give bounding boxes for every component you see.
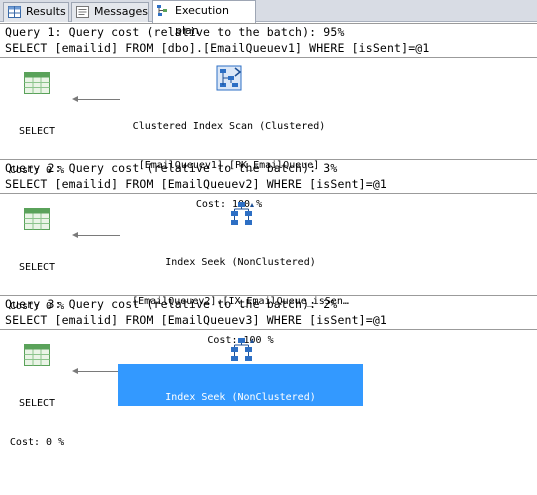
results-tabbar: Results Messages Execution plan [0, 0, 537, 37]
query-3-cost-line: Query 3: Query cost (relative to the bat… [5, 297, 338, 311]
select-cost: Cost: 0 % [9, 165, 65, 176]
query-1-sql-line: SELECT [emailid] FROM [dbo].[EmailQueuev… [5, 41, 430, 55]
select-cost: Cost: 0 % [9, 301, 65, 312]
tab-messages[interactable]: Messages [71, 2, 149, 22]
select-cost: Cost: 0 % [9, 437, 65, 448]
select-icon[interactable] [24, 208, 50, 230]
operator-name: Clustered Index Scan (Clustered) [132, 121, 326, 132]
operator-object: [EmailQueuev2].[IX_EmailQueue_isSen… [132, 296, 349, 307]
index-seek-icon[interactable] [228, 200, 256, 228]
query-2-header [0, 159, 537, 194]
query-3-operator-node[interactable]: Index Seek (NonClustered) [EmailQueuev3]… [118, 364, 363, 481]
results-grid-icon [8, 6, 21, 18]
index-seek-icon[interactable] [228, 336, 256, 364]
query-1-data-flow-arrow [74, 99, 120, 100]
query-3-select-node[interactable]: SELECT Cost: 0 % [2, 371, 72, 462]
tab-results[interactable]: Results [3, 2, 69, 22]
arrowhead-icon [72, 368, 78, 374]
query-3-data-flow-arrow [74, 371, 120, 372]
select-icon[interactable] [24, 72, 50, 94]
query-1-select-node[interactable]: SELECT Cost: 0 % [2, 99, 72, 190]
operator-name: Index Seek (NonClustered) [165, 257, 316, 268]
select-label: SELECT [18, 262, 56, 273]
query-2-select-node[interactable]: SELECT Cost: 0 % [2, 235, 72, 326]
query-2-sql-line: SELECT [emailid] FROM [EmailQueuev2] WHE… [5, 177, 387, 191]
query-3-header [0, 295, 537, 330]
tab-messages-label: Messages [94, 5, 148, 18]
query-1-header [0, 23, 537, 58]
query-3-sql-line: SELECT [emailid] FROM [EmailQueuev3] WHE… [5, 313, 387, 327]
select-icon[interactable] [24, 344, 50, 366]
select-label: SELECT [18, 398, 56, 409]
select-label: SELECT [18, 126, 56, 137]
execution-plan-icon [157, 5, 167, 16]
clustered-index-scan-icon[interactable] [215, 64, 243, 92]
tab-execution-plan-label: Execution plan [175, 4, 229, 37]
query-2-cost-line: Query 2: Query cost (relative to the bat… [5, 161, 338, 175]
operator-object: [EmailQueuev1].[PK_EmailQueue] [138, 160, 320, 171]
query-1-cost-line: Query 1: Query cost (relative to the bat… [5, 25, 345, 39]
operator-cost: Cost: 100 % [207, 470, 274, 481]
tab-results-label: Results [26, 5, 66, 18]
arrowhead-icon [72, 232, 78, 238]
operator-name: Index Seek (NonClustered) [165, 392, 316, 403]
messages-icon [76, 6, 89, 18]
arrowhead-icon [72, 96, 78, 102]
tab-execution-plan[interactable]: Execution plan [152, 0, 256, 37]
query-2-data-flow-arrow [74, 235, 120, 236]
